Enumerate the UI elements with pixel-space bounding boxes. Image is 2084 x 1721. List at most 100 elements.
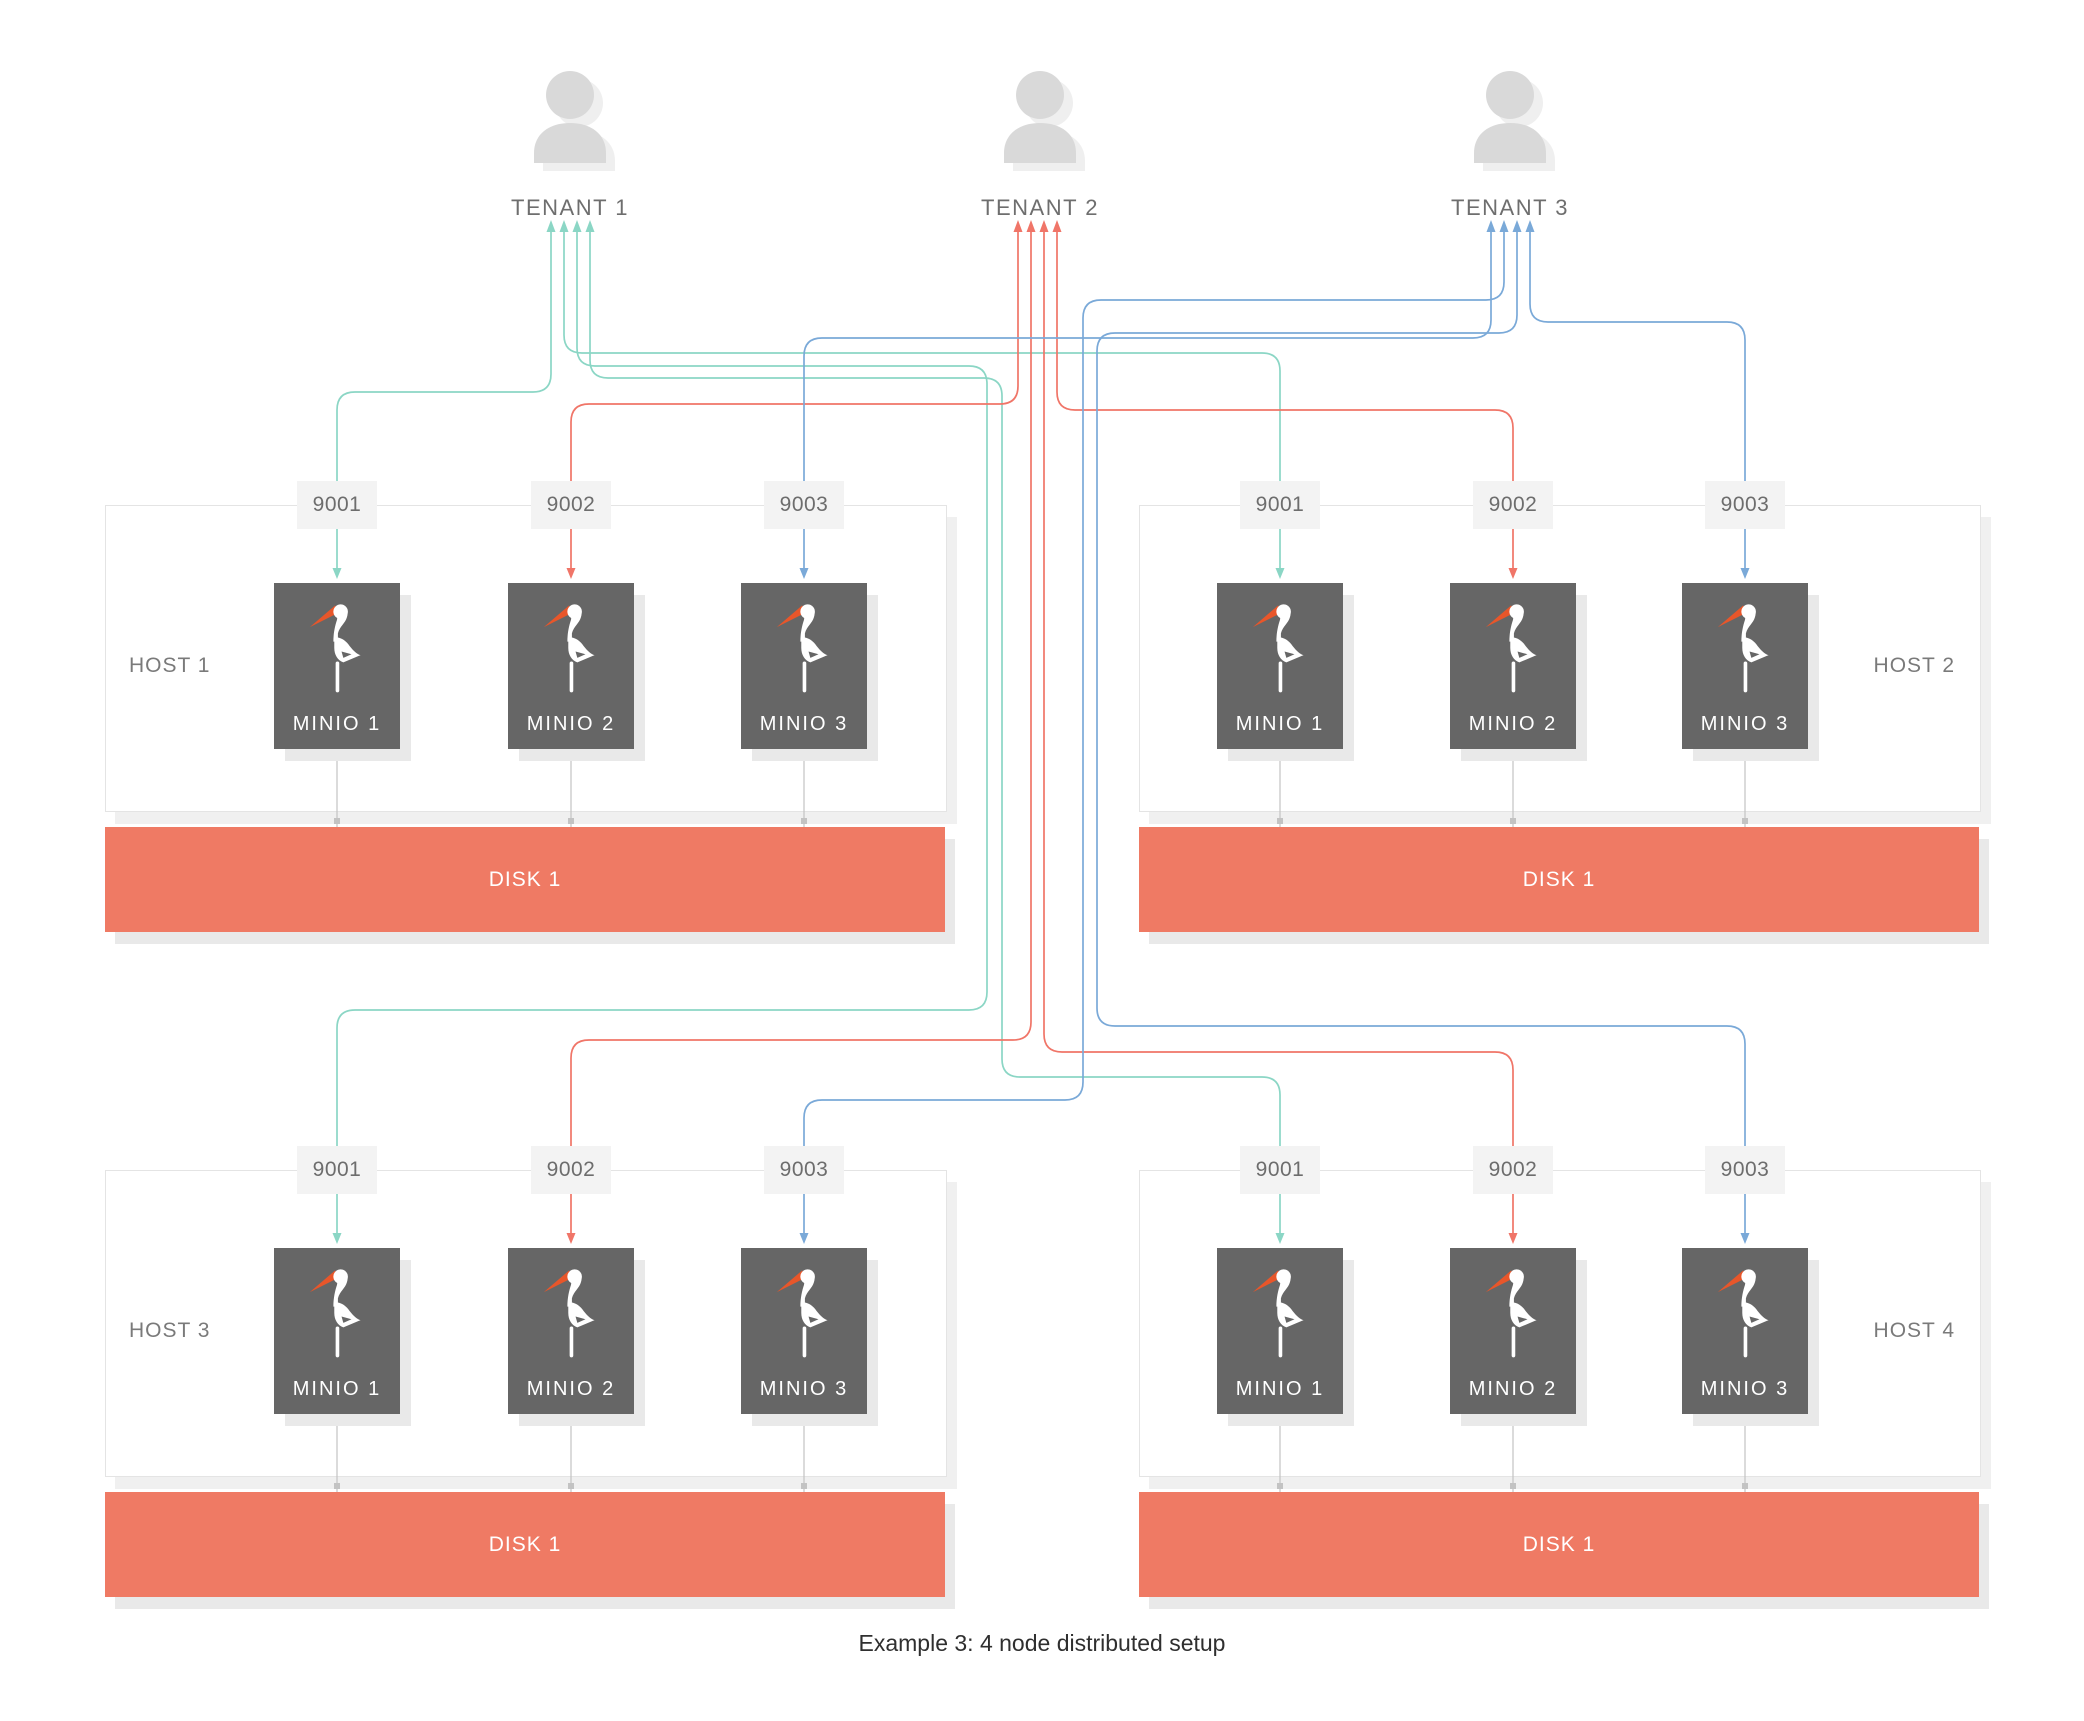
arrowhead-up-icon — [559, 220, 569, 232]
minio-stork-icon — [1252, 1269, 1304, 1358]
minio-node-1-2: MINIO 2 — [508, 583, 634, 749]
minio-node-4-3: MINIO 3 — [1682, 1248, 1808, 1414]
connector-endpoint — [334, 1483, 340, 1489]
port-badge-4-1: 9001 — [1240, 1146, 1320, 1194]
connector-endpoint — [1277, 751, 1283, 757]
minio-node-2-2: MINIO 2 — [1450, 583, 1576, 749]
host-label-4: HOST 4 — [1873, 1319, 1955, 1342]
arrowhead-up-icon — [1512, 220, 1522, 232]
arrowhead-down-icon — [799, 1233, 809, 1244]
minio-node-4-1: MINIO 1 — [1217, 1248, 1343, 1414]
disk-bar-4: DISK 1 — [1139, 1492, 1979, 1597]
minio-node-2-3: MINIO 3 — [1682, 583, 1808, 749]
wire-t2-h2 — [1056, 231, 1514, 568]
minio-node-1-3: MINIO 3 — [741, 583, 867, 749]
minio-stork-icon — [1485, 1269, 1537, 1358]
connector-endpoint — [1510, 1483, 1516, 1489]
arrowhead-down-icon — [799, 568, 809, 579]
wire-t3-h2 — [1529, 231, 1746, 568]
port-badge-2-1: 9001 — [1240, 481, 1320, 529]
minio-node-label: MINIO 3 — [759, 713, 849, 735]
connector-endpoint — [1742, 751, 1748, 757]
connector-endpoint — [801, 1416, 807, 1422]
port-badge-2-2: 9002 — [1473, 481, 1553, 529]
wire-t1-h3 — [336, 231, 988, 1233]
tenant-label-3: TENANT 3 — [1451, 195, 1569, 220]
arrowhead-down-icon — [1508, 1233, 1518, 1244]
wire-t3-h3 — [803, 231, 1505, 1233]
connector-endpoint — [1742, 1416, 1748, 1422]
minio-node-3-1: MINIO 1 — [274, 1248, 400, 1414]
minio-logo — [308, 599, 366, 700]
arrowhead-up-icon — [1052, 220, 1062, 232]
connector-endpoint — [1742, 818, 1748, 824]
disk-label: DISK 1 — [1522, 867, 1596, 891]
minio-stork-icon — [1717, 1269, 1769, 1358]
wire-t1-h2 — [563, 231, 1281, 568]
minio-stork-icon — [543, 1269, 595, 1358]
tenant-user-icon-2 — [980, 43, 1100, 180]
wire-t3-h1 — [803, 231, 1492, 568]
minio-node-label: MINIO 2 — [1468, 713, 1558, 735]
minio-node-label: MINIO 1 — [292, 1378, 382, 1400]
connector-endpoint — [568, 751, 574, 757]
minio-logo — [1484, 1264, 1542, 1365]
user-icon — [534, 71, 615, 171]
minio-node-label: MINIO 3 — [759, 1378, 849, 1400]
wire-t2-h1 — [570, 231, 1019, 568]
connector-endpoint — [1510, 751, 1516, 757]
minio-logo — [775, 599, 833, 700]
arrowhead-up-icon — [1013, 220, 1023, 232]
arrowhead-down-icon — [332, 1233, 342, 1244]
arrowhead-down-icon — [566, 1233, 576, 1244]
connector-endpoint — [1510, 1416, 1516, 1422]
disk-label: DISK 1 — [488, 1532, 562, 1556]
arrowhead-up-icon — [1499, 220, 1509, 232]
minio-logo — [1484, 599, 1542, 700]
minio-stork-icon — [309, 1269, 361, 1358]
wire-t2-h4 — [1043, 231, 1514, 1233]
wire-t1-h4 — [589, 231, 1281, 1233]
minio-logo — [775, 1264, 833, 1365]
connector-endpoint — [1742, 1483, 1748, 1489]
diagram-caption: Example 3: 4 node distributed setup — [858, 1630, 1226, 1656]
port-badge-1-1: 9001 — [297, 481, 377, 529]
minio-stork-icon — [776, 604, 828, 693]
tenant-label-1: TENANT 1 — [511, 195, 629, 220]
connector-endpoint — [568, 818, 574, 824]
port-badge-3-2: 9002 — [531, 1146, 611, 1194]
tenant-user-icon-3 — [1450, 43, 1570, 180]
connector-endpoint — [334, 1416, 340, 1422]
minio-node-2-1: MINIO 1 — [1217, 583, 1343, 749]
minio-stork-icon — [1717, 604, 1769, 693]
tenant-label-2: TENANT 2 — [981, 195, 1099, 220]
connector-endpoint — [1277, 1483, 1283, 1489]
arrowhead-down-icon — [566, 568, 576, 579]
connector-endpoint — [1277, 818, 1283, 824]
port-badge-1-2: 9002 — [531, 481, 611, 529]
arrowhead-up-icon — [1039, 220, 1049, 232]
port-badge-4-2: 9002 — [1473, 1146, 1553, 1194]
connector-endpoint — [1510, 818, 1516, 824]
user-icon — [1004, 71, 1085, 171]
minio-node-label: MINIO 3 — [1700, 713, 1790, 735]
minio-logo — [1716, 599, 1774, 700]
minio-node-3-3: MINIO 3 — [741, 1248, 867, 1414]
arrowhead-up-icon — [546, 220, 556, 232]
user-icon — [1474, 71, 1555, 171]
minio-node-label: MINIO 1 — [1235, 713, 1325, 735]
arrowhead-down-icon — [332, 568, 342, 579]
connector-endpoint — [334, 751, 340, 757]
wire-t2-h3 — [570, 231, 1032, 1233]
minio-logo — [1251, 599, 1309, 700]
port-badge-2-3: 9003 — [1705, 481, 1785, 529]
port-badge-3-3: 9003 — [764, 1146, 844, 1194]
host-label-2: HOST 2 — [1873, 654, 1955, 677]
connector-endpoint — [801, 1483, 807, 1489]
minio-node-label: MINIO 2 — [526, 1378, 616, 1400]
minio-stork-icon — [543, 604, 595, 693]
arrowhead-down-icon — [1275, 1233, 1285, 1244]
minio-node-label: MINIO 2 — [1468, 1378, 1558, 1400]
host-label-3: HOST 3 — [129, 1319, 211, 1342]
disk-label: DISK 1 — [1522, 1532, 1596, 1556]
